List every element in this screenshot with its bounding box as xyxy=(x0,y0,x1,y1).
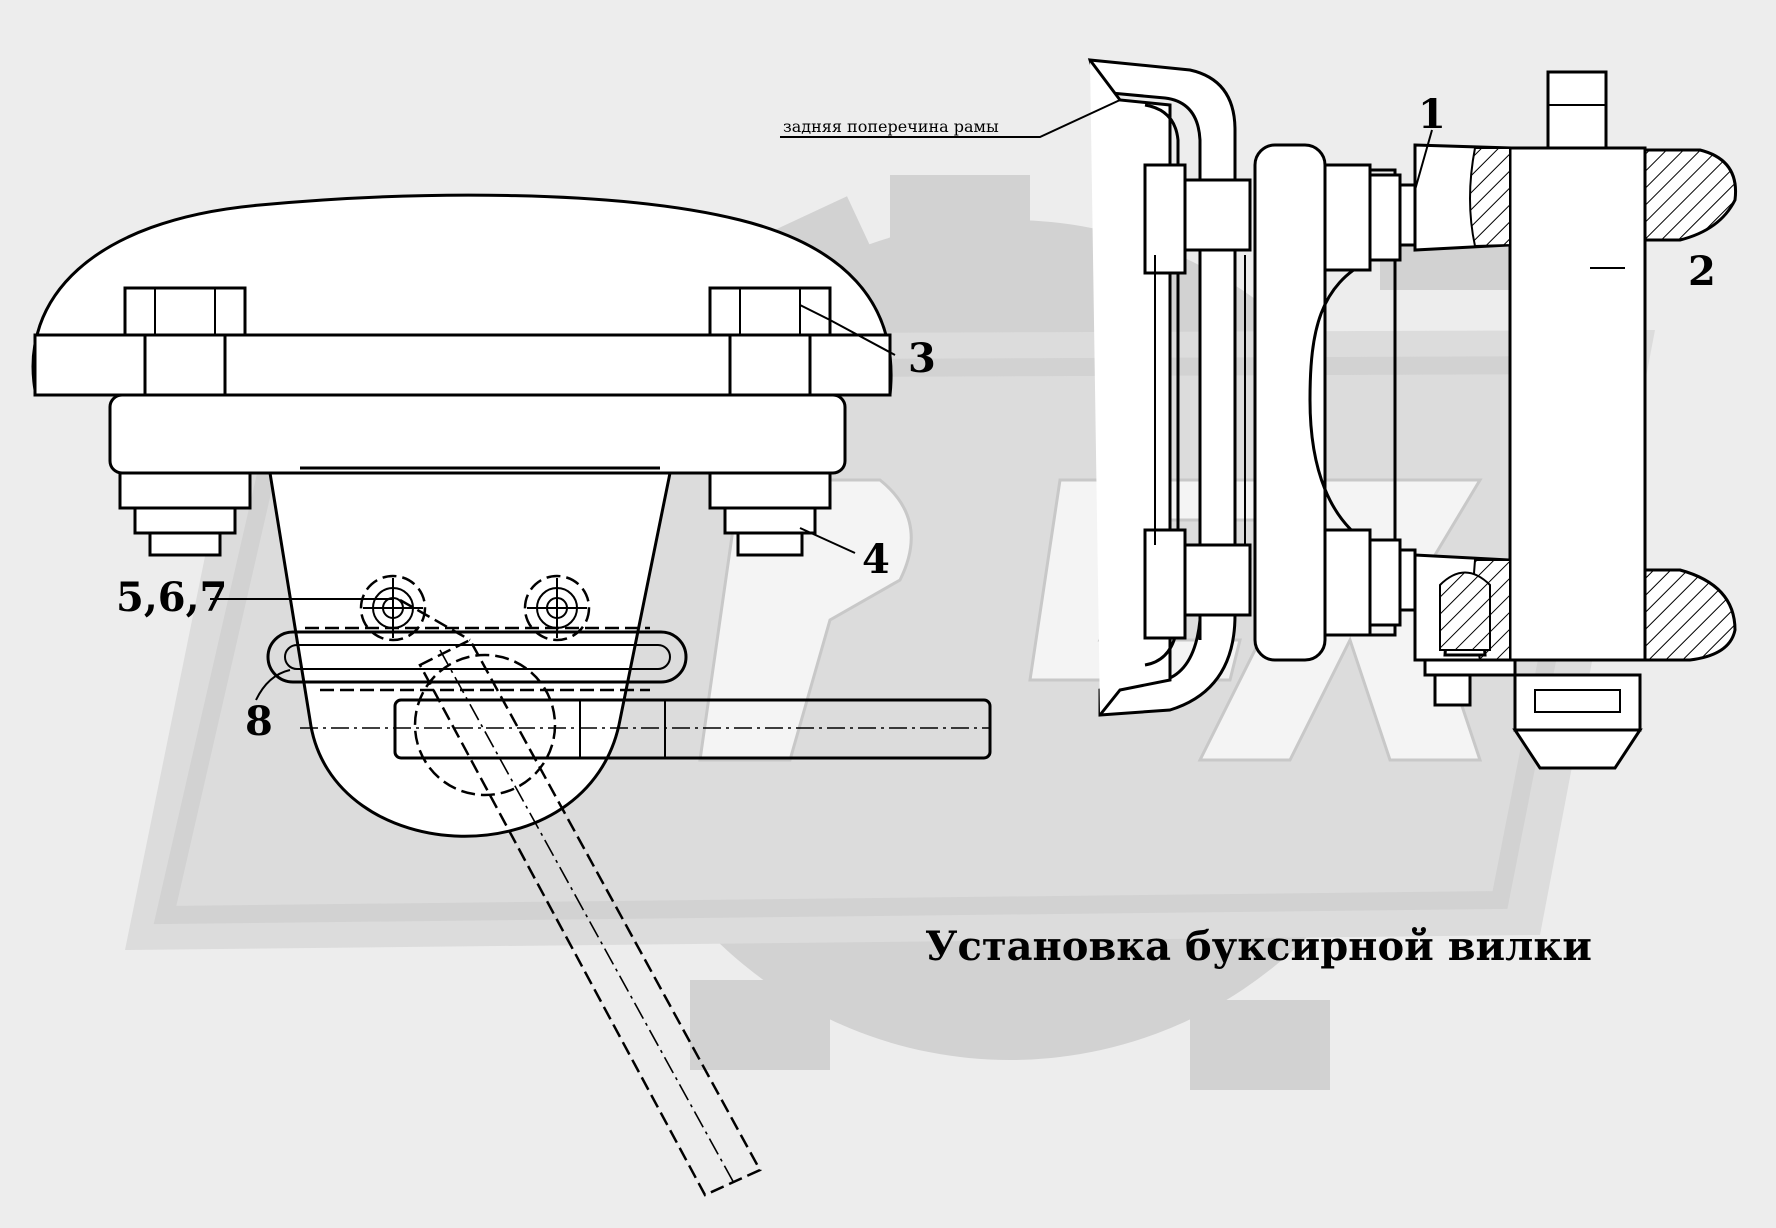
callout-1: 1 xyxy=(1418,91,1446,138)
callout-4: 4 xyxy=(862,536,890,583)
fork-nut-bottom xyxy=(1323,528,1417,637)
callout-5-6-7: 5,6,7 xyxy=(116,574,227,621)
leader-8 xyxy=(255,669,291,701)
leader-3 xyxy=(799,304,896,356)
callout-8: 8 xyxy=(245,698,273,745)
fork-nut-top xyxy=(1323,163,1417,272)
frame-crossmember-label: задняя поперечина рамы xyxy=(783,117,999,136)
leader-4 xyxy=(799,527,856,554)
fork-upper-jaw xyxy=(1413,143,1738,252)
frame-bolt-plates xyxy=(1143,163,1252,640)
fork-body-2 xyxy=(1508,70,1647,662)
leader-1 xyxy=(1414,129,1433,191)
leader-lines xyxy=(210,99,1625,701)
lever-handle xyxy=(399,598,762,1197)
fork-base-block xyxy=(1512,673,1643,770)
mounting-plate xyxy=(108,393,847,475)
latch-8 xyxy=(266,626,688,692)
pivot-pin xyxy=(300,653,992,797)
hook-bracket-body xyxy=(268,466,672,838)
bolt-group-right xyxy=(708,286,832,557)
bolt-group-left xyxy=(118,286,252,557)
callout-3: 3 xyxy=(908,335,936,382)
leader-frame xyxy=(780,99,1121,138)
diagram-caption: Установка буксирной вилки xyxy=(925,923,1592,970)
fork-lock-pin xyxy=(1423,571,1517,707)
callout-2: 2 xyxy=(1688,248,1716,295)
